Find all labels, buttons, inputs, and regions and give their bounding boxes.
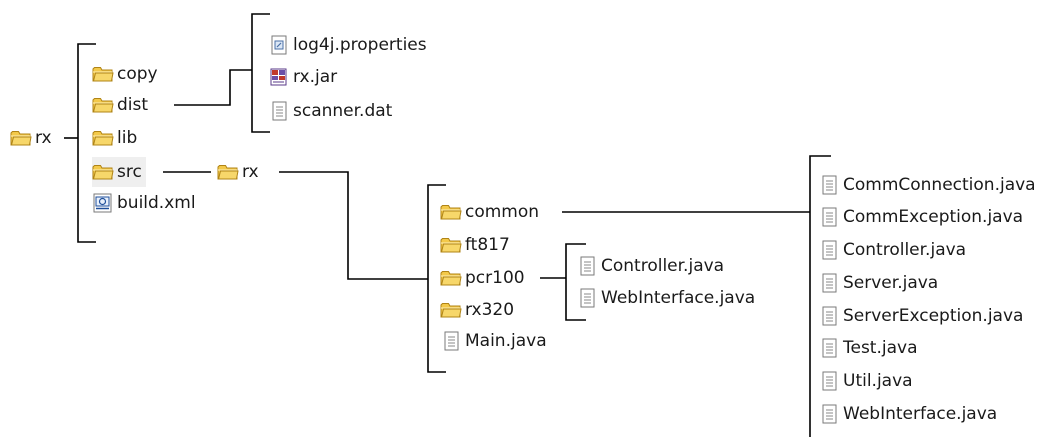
- folder-icon: [440, 235, 462, 255]
- tree-node-rx320[interactable]: rx320: [440, 295, 514, 325]
- tree-node-test-java[interactable]: Test.java: [818, 333, 918, 363]
- node-label: Test.java: [843, 338, 918, 358]
- tree-node-dist[interactable]: dist: [92, 90, 148, 120]
- connector-rx-to-package: [279, 171, 428, 280]
- tree-node-copy[interactable]: copy: [92, 59, 158, 89]
- folder-icon: [217, 162, 239, 182]
- node-label: build.xml: [117, 193, 196, 213]
- node-label: rx: [35, 128, 52, 148]
- tree-node-common-controller-java[interactable]: Controller.java: [818, 235, 966, 265]
- tree-node-util-java[interactable]: Util.java: [818, 366, 913, 396]
- tree-node-commconnection-java[interactable]: CommConnection.java: [818, 170, 1036, 200]
- tree-node-src-rx[interactable]: rx: [217, 157, 259, 187]
- node-label: Controller.java: [843, 240, 967, 260]
- tree-node-commexception-java[interactable]: CommException.java: [818, 202, 1023, 232]
- node-label: rx.jar: [293, 67, 338, 87]
- java-file-icon: [818, 404, 840, 424]
- node-label: Server.java: [843, 273, 939, 293]
- java-file-icon: [818, 338, 840, 358]
- node-label: ft817: [465, 235, 510, 255]
- node-label: WebInterface.java: [601, 288, 756, 308]
- java-file-icon: [818, 175, 840, 195]
- folder-icon: [440, 300, 462, 320]
- node-label: rx320: [465, 300, 515, 320]
- java-file-icon: [818, 207, 840, 227]
- bracket-pcr100-children: [565, 243, 586, 321]
- tree-node-main-java[interactable]: Main.java: [440, 326, 547, 356]
- node-label: pcr100: [465, 268, 525, 288]
- node-label: CommException.java: [843, 207, 1024, 227]
- node-label: scanner.dat: [293, 101, 393, 121]
- bracket-common-children: [809, 155, 831, 437]
- tree-node-scanner-dat[interactable]: scanner.dat: [268, 96, 392, 126]
- tree-node-rx-jar[interactable]: rx.jar: [268, 62, 337, 92]
- tree-node-log4j-properties[interactable]: log4j.properties: [268, 30, 427, 60]
- tree-node-lib[interactable]: lib: [92, 123, 137, 153]
- bracket-dist-children: [251, 13, 270, 133]
- node-label: lib: [117, 128, 138, 148]
- node-label: common: [465, 202, 540, 222]
- java-file-icon: [818, 273, 840, 293]
- node-label: dist: [117, 95, 149, 115]
- folder-icon: [92, 162, 114, 182]
- tree-node-common[interactable]: common: [440, 197, 539, 227]
- folder-icon: [10, 128, 32, 148]
- java-file-icon: [818, 371, 840, 391]
- node-label: log4j.properties: [293, 35, 427, 55]
- node-label: CommConnection.java: [843, 175, 1036, 195]
- node-label: rx: [242, 162, 259, 182]
- connector-dist: [174, 69, 252, 106]
- node-label: ServerException.java: [843, 306, 1024, 326]
- bracket-root-children: [77, 43, 96, 243]
- tree-node-serverexception-java[interactable]: ServerException.java: [818, 301, 1023, 331]
- tree-node-pcr100[interactable]: pcr100: [440, 263, 525, 293]
- folder-icon: [440, 202, 462, 222]
- tree-node-common-webinterface-java[interactable]: WebInterface.java: [818, 399, 997, 429]
- folder-icon: [440, 268, 462, 288]
- tree-node-build-xml[interactable]: build.xml: [92, 188, 196, 218]
- node-label: Main.java: [465, 331, 547, 351]
- node-label: WebInterface.java: [843, 404, 998, 424]
- xml-file-icon: [92, 193, 114, 213]
- node-label: copy: [117, 64, 158, 84]
- tree-node-ft817[interactable]: ft817: [440, 230, 510, 260]
- java-file-icon: [440, 331, 462, 351]
- tree-node-root-rx[interactable]: rx: [10, 123, 52, 153]
- node-label: Util.java: [843, 371, 913, 391]
- node-label: Controller.java: [601, 256, 725, 276]
- java-file-icon: [576, 288, 598, 308]
- java-file-icon: [818, 306, 840, 326]
- folder-icon: [92, 64, 114, 84]
- java-file-icon: [818, 240, 840, 260]
- tree-node-pcr100-webinterface-java[interactable]: WebInterface.java: [576, 283, 755, 313]
- java-file-icon: [576, 256, 598, 276]
- tree-node-src[interactable]: src: [92, 157, 146, 187]
- properties-file-icon: [268, 35, 290, 55]
- folder-icon: [92, 128, 114, 148]
- tree-node-server-java[interactable]: Server.java: [818, 268, 938, 298]
- tree-node-pcr100-controller-java[interactable]: Controller.java: [576, 251, 724, 281]
- text-file-icon: [268, 101, 290, 121]
- folder-icon: [92, 95, 114, 115]
- jar-file-icon: [268, 67, 290, 87]
- node-label: src: [117, 162, 142, 182]
